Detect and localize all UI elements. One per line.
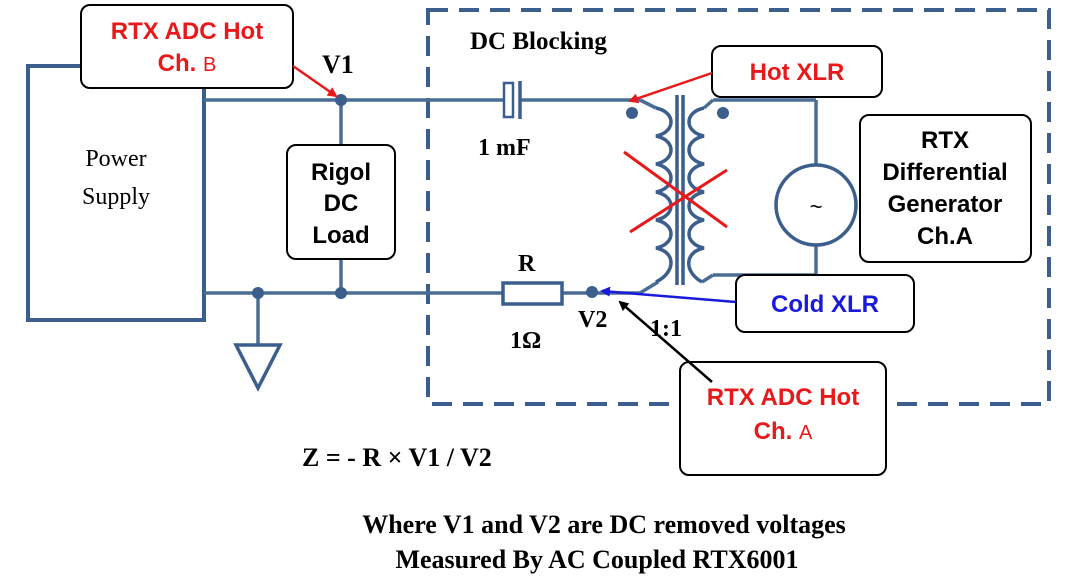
capacitor-label: 1 mF [478, 135, 531, 161]
callout-cold-xlr-text: Cold XLR [771, 291, 879, 318]
generator-label-line4: Ch.A [917, 223, 973, 250]
arrow-cold-xlr [600, 286, 737, 304]
transformer [655, 95, 705, 285]
callout-hot-xlr-box [711, 45, 883, 98]
junction-dots [252, 94, 729, 299]
callout-hot-xlr-text: Hot XLR [750, 59, 845, 86]
generator-label-line2: Differential [882, 159, 1007, 186]
v2-label: V2 [578, 307, 607, 333]
rigol-load-label-line2: DC [324, 190, 359, 217]
primary-polarity-dot [626, 107, 638, 119]
arrow-adc-a [618, 300, 713, 383]
generator-label-line1: RTX [921, 127, 969, 154]
resistor [501, 281, 564, 306]
generator-symbol [774, 163, 858, 247]
power-supply-box [26, 64, 206, 322]
power-supply-label-line1: Power [85, 146, 146, 172]
dc-blocking-label: DC Blocking [470, 28, 607, 55]
secondary-polarity-dot [717, 107, 729, 119]
callout-adc-a-box [679, 361, 887, 476]
callout-adc-b-suffix: B [203, 54, 216, 76]
footer-line1: Where V1 and V2 are DC removed voltages [362, 510, 846, 539]
v1-label: V1 [322, 50, 354, 79]
callout-adc-a-line1: RTX ADC Hot [707, 384, 859, 411]
rigol-load-box [286, 144, 396, 260]
generator-box [859, 114, 1032, 263]
resistor-value-label: 1Ω [510, 328, 541, 354]
generator-label-line3: Generator [888, 191, 1003, 218]
callout-adc-a-prefix: Ch. [754, 418, 799, 445]
footer-line2: Measured By AC Coupled RTX6001 [395, 545, 798, 574]
transformer-cross-out [623, 150, 728, 234]
rigol-load-label-line1: Rigol [311, 159, 371, 186]
callout-cold-xlr-box [735, 274, 915, 333]
callout-adc-b-line1: RTX ADC Hot [111, 18, 263, 45]
ground-symbol [233, 343, 283, 392]
callout-adc-a-suffix: A [799, 422, 813, 444]
transformer-ratio-label: 1:1 [650, 316, 682, 342]
resistor-name-label: R [518, 251, 536, 277]
power-supply-label-line2: Supply [82, 184, 150, 210]
rigol-load-label-line3: Load [312, 222, 369, 249]
arrow-adc-b [292, 64, 338, 98]
callout-adc-a-line2: Ch. A [754, 418, 813, 445]
callout-adc-b-prefix: Ch. [158, 50, 203, 77]
capacitor [502, 81, 522, 119]
callout-adc-b-box [80, 4, 294, 89]
dc-blocking-box [426, 8, 1051, 406]
arrow-hot-xlr [628, 71, 713, 104]
impedance-equation: Z = - R × V1 / V2 [302, 443, 492, 472]
generator-tilde: ~ [810, 194, 823, 219]
callout-adc-b-line2: Ch. B [158, 50, 217, 77]
